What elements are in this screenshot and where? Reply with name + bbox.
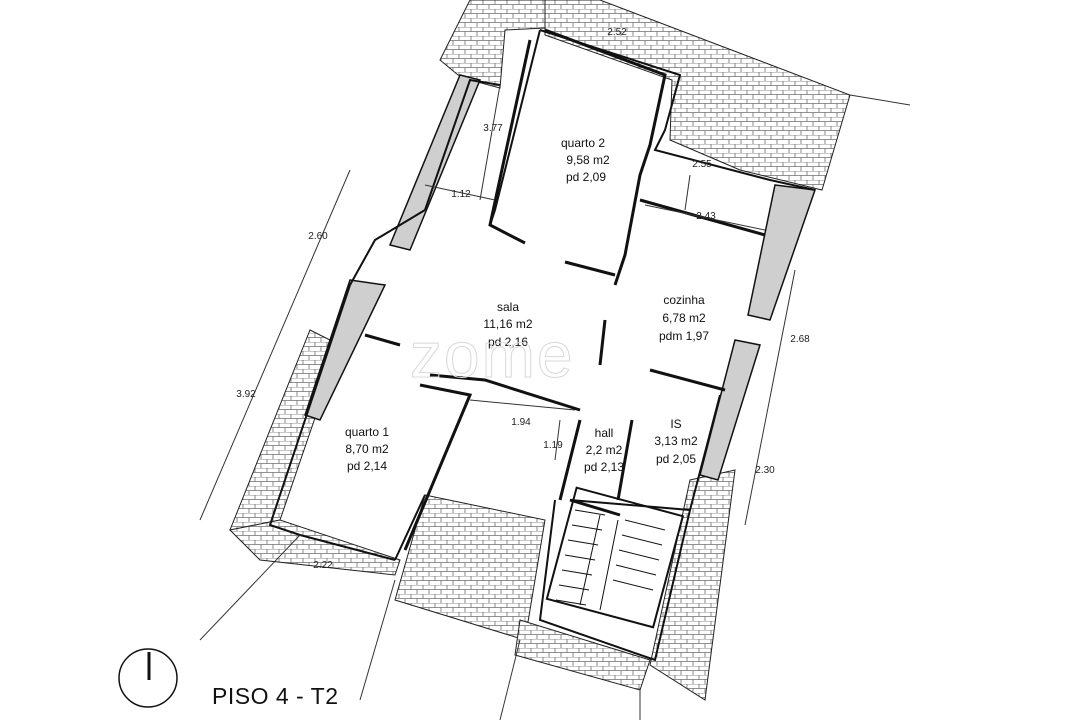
dim-1-19: 1.19 [543,440,563,451]
dim-2-60: 2.60 [308,231,328,242]
room-area: 6,78 m2 [662,311,706,325]
room-name: cozinha [663,293,705,307]
plan-title: PISO 4 - T2 [212,683,339,709]
room-area: 8,70 m2 [345,442,389,456]
room-height: pd 2,14 [347,459,387,473]
room-name: quarto 2 [561,136,605,150]
room-area: 2,2 m2 [586,443,623,457]
dim-3-92: 3.92 [236,389,256,400]
room-quarto-1: quarto 1 8,70 m2 pd 2,14 [345,425,389,473]
dimension-lines [199,84,911,720]
room-height: pdm 1,97 [659,329,709,343]
dim-2-55: 2.55 [692,159,712,170]
room-name: IS [670,417,681,431]
dim-2-52: 2.52 [607,27,627,38]
room-sala: sala 11,16 m2 pd 2,16 [483,300,532,349]
dimension-labels: 2.52 3.77 1.12 2.55 2.43 2.60 3.92 2.68 … [236,27,810,571]
dim-1-12: 1.12 [451,189,471,200]
dim-1-94: 1.94 [511,417,531,428]
room-name: hall [595,426,614,440]
dim-2-22: 2.22 [313,560,333,571]
room-height: pd 2,05 [656,452,696,466]
roof-tiles [228,0,851,701]
room-height: pd 2,13 [584,460,624,474]
dim-3-77: 3.77 [483,123,503,134]
room-name: sala [497,300,519,314]
room-area: 11,16 m2 [483,317,532,331]
interior-walls [364,28,766,551]
room-hall: hall 2,2 m2 pd 2,13 [584,426,624,474]
dim-2-30: 2.30 [755,465,775,476]
room-is: IS 3,13 m2 pd 2,05 [654,417,698,466]
room-height: pd 2,16 [488,335,528,349]
room-name: quarto 1 [345,425,389,439]
watermark: zome [410,319,575,392]
room-quarto-2: quarto 2 9,58 m2 pd 2,09 [561,136,610,184]
stairs [545,486,685,629]
room-cozinha: cozinha 6,78 m2 pdm 1,97 [659,293,709,343]
north-arrow-icon [118,648,178,708]
dim-2-43: 2.43 [696,211,716,222]
room-height: pd 2,09 [566,170,606,184]
room-area: 3,13 m2 [654,434,698,448]
dim-2-68: 2.68 [790,334,810,345]
room-area: 9,58 m2 [566,153,610,167]
